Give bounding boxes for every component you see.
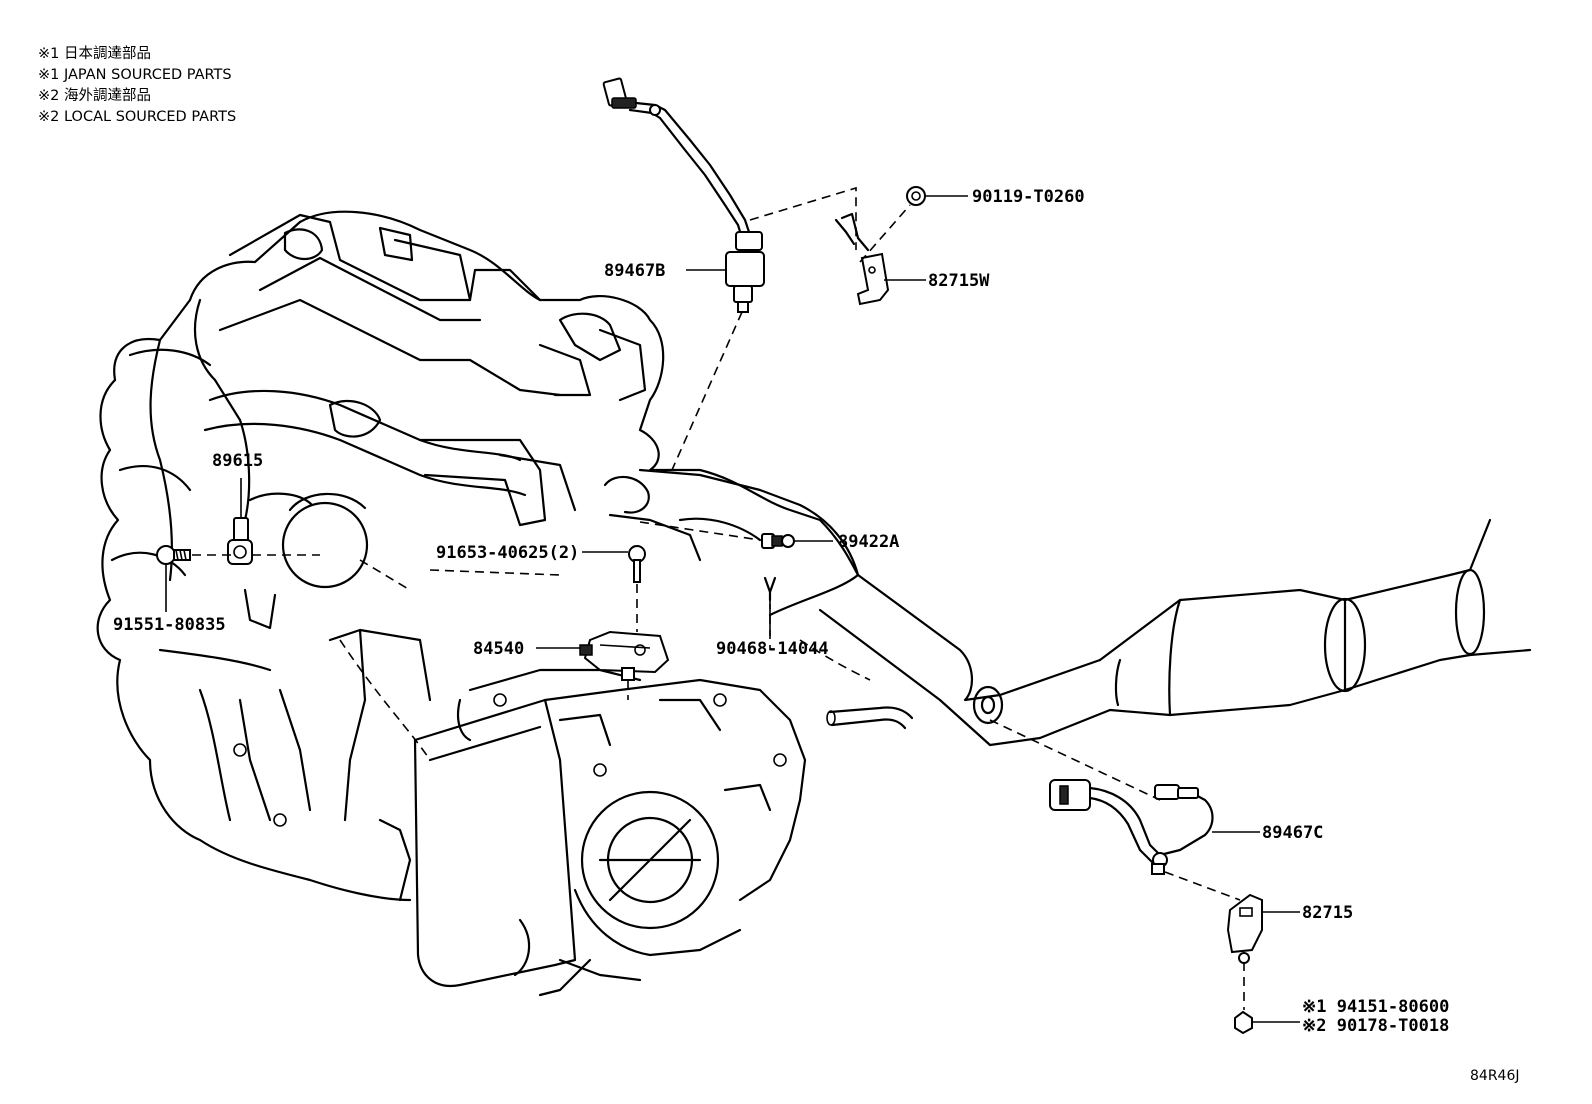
clip-90468-part[interactable] (763, 576, 777, 602)
label-90468[interactable]: 90468-14044 (716, 639, 829, 659)
label-91551[interactable]: 91551-80835 (113, 615, 226, 635)
oxygen-sensor-upper-part[interactable] (602, 77, 765, 313)
neutral-start-switch-part[interactable] (579, 630, 670, 681)
label-89467c[interactable]: 89467C (1262, 823, 1323, 843)
sourcing-notes: ※1 日本調達部品 ※1 JAPAN SOURCED PARTS ※2 海外調達… (38, 44, 236, 128)
label-89467b[interactable]: 89467B (604, 261, 665, 281)
note-line-2: ※1 JAPAN SOURCED PARTS (38, 67, 232, 83)
knock-sensor-part[interactable] (227, 517, 253, 565)
diagram-id: 84R46J (1470, 1068, 1520, 1084)
label-82715w[interactable]: 82715W (928, 271, 990, 291)
label-82715[interactable]: 82715 (1302, 903, 1353, 923)
label-94151[interactable]: ※1 94151-80600 (1302, 997, 1449, 1017)
engine-assembly-illustration (96, 210, 860, 997)
bracket-82715w-part[interactable] (834, 212, 890, 306)
note-line-1: ※1 日本調達部品 (38, 46, 151, 62)
exhaust-pipe-catalyst-illustration (818, 518, 1532, 747)
note-line-3: ※2 海外調達部品 (38, 88, 151, 104)
alignment-dashed-lines (192, 186, 1245, 1010)
note-line-4: ※2 LOCAL SOURCED PARTS (38, 109, 237, 125)
label-89422a[interactable]: 89422A (838, 532, 899, 552)
label-84540[interactable]: 84540 (473, 639, 524, 659)
temperature-sensor-part[interactable] (761, 533, 795, 549)
nut-94151-90178-part[interactable] (1234, 1010, 1253, 1035)
leader-lines (165, 195, 1300, 1023)
label-90178[interactable]: ※2 90178-T0018 (1302, 1016, 1449, 1036)
bolt-90119-part[interactable] (906, 186, 926, 206)
bolt-91653-part[interactable] (628, 545, 646, 583)
bolt-91551-part[interactable] (156, 545, 191, 565)
part-number-labels: 90119-T0260 82715W 89467B 89615 89422A 9… (113, 187, 1520, 1084)
oxygen-sensor-lower-part[interactable] (1049, 779, 1214, 875)
label-89615[interactable]: 89615 (212, 451, 263, 471)
label-90119[interactable]: 90119-T0260 (972, 187, 1085, 207)
label-91653[interactable]: 91653-40625(2) (436, 543, 579, 563)
bracket-82715-part[interactable] (1226, 893, 1263, 964)
